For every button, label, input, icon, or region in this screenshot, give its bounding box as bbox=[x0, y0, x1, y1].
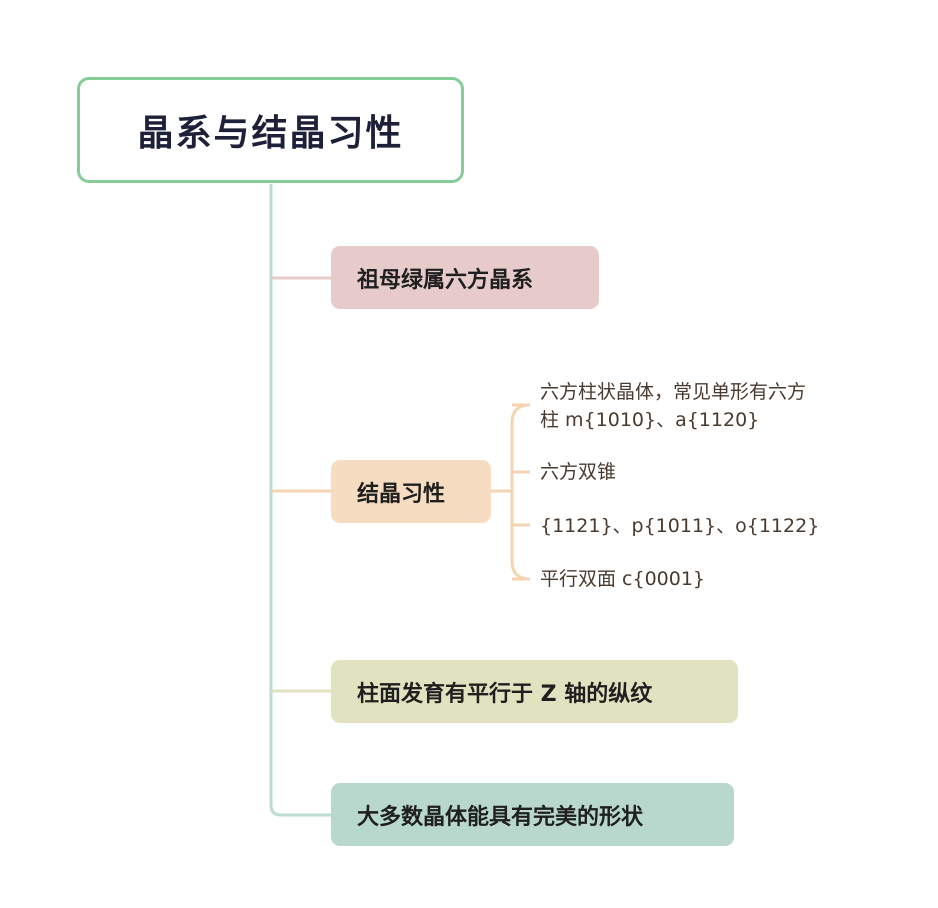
leaf-hexagonal-prism-line1: 六方柱状晶体，常见单形有六方 bbox=[540, 381, 807, 403]
leaf-bracket-vertical bbox=[510, 403, 531, 581]
branch-node-crystal-system: 祖母绿属六方晶系 bbox=[331, 246, 599, 309]
leaf-pinacoid: 平行双面 c{0001} bbox=[540, 568, 706, 590]
trunk-line bbox=[269, 184, 331, 817]
branch-node-striations: 柱面发育有平行于 Z 轴的纵纹 bbox=[331, 660, 738, 723]
leaf-bipyramid-forms: {1121}、p{1011}、o{1122} bbox=[540, 515, 820, 537]
leaf-hexagonal-prism: 六方柱状晶体，常见单形有六方 柱 m{1010}、a{1120} bbox=[540, 378, 806, 434]
root-node: 晶系与结晶习性 bbox=[77, 77, 464, 183]
leaf-hexagonal-bipyramid: 六方双锥 bbox=[540, 461, 617, 483]
branch-node-perfect-form: 大多数晶体能具有完美的形状 bbox=[331, 783, 734, 846]
branch-node-crystal-habit: 结晶习性 bbox=[331, 460, 491, 523]
leaf-hexagonal-prism-line2: 柱 m{1010}、a{1120} bbox=[540, 409, 760, 431]
